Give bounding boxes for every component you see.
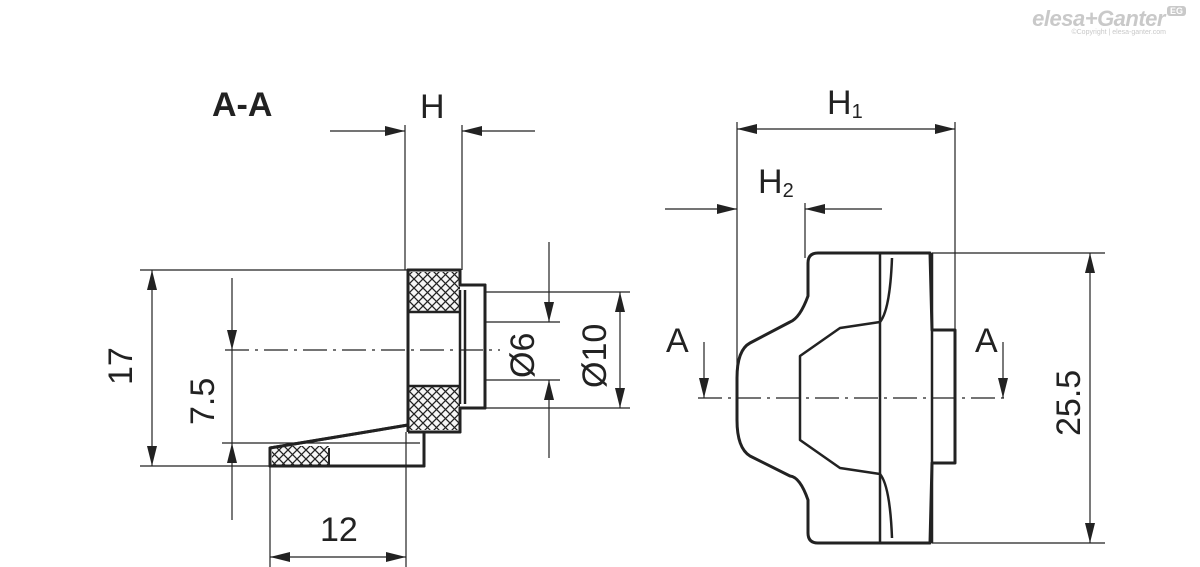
- hatch-lower: [408, 386, 460, 430]
- dim-7-5: 7.5: [184, 378, 222, 425]
- section-mark-right: A: [975, 322, 998, 360]
- dim-H1: H1: [827, 84, 863, 123]
- dim-H2: H2: [758, 163, 794, 202]
- front-view: [665, 122, 1105, 545]
- dim-17: 17: [102, 347, 140, 385]
- dim-12: 12: [320, 511, 358, 549]
- dim-25-5: 25.5: [1050, 370, 1088, 436]
- dim-H: H: [420, 88, 445, 126]
- dim-hub-d10: Ø10: [576, 324, 614, 388]
- brand-badge: EG: [1166, 6, 1186, 16]
- section-title: A-A: [212, 86, 272, 124]
- section-view: [140, 125, 630, 567]
- arrowheads: [147, 124, 1095, 562]
- copyright-text: ©Copyright | elesa-ganter.com: [1071, 29, 1166, 36]
- dim-bore-d6: Ø6: [504, 333, 542, 378]
- hatch-arm: [272, 446, 329, 465]
- hatch-upper: [408, 272, 460, 312]
- brand-logo: elesa+Ganter: [1032, 6, 1165, 31]
- section-mark-left: A: [666, 322, 689, 360]
